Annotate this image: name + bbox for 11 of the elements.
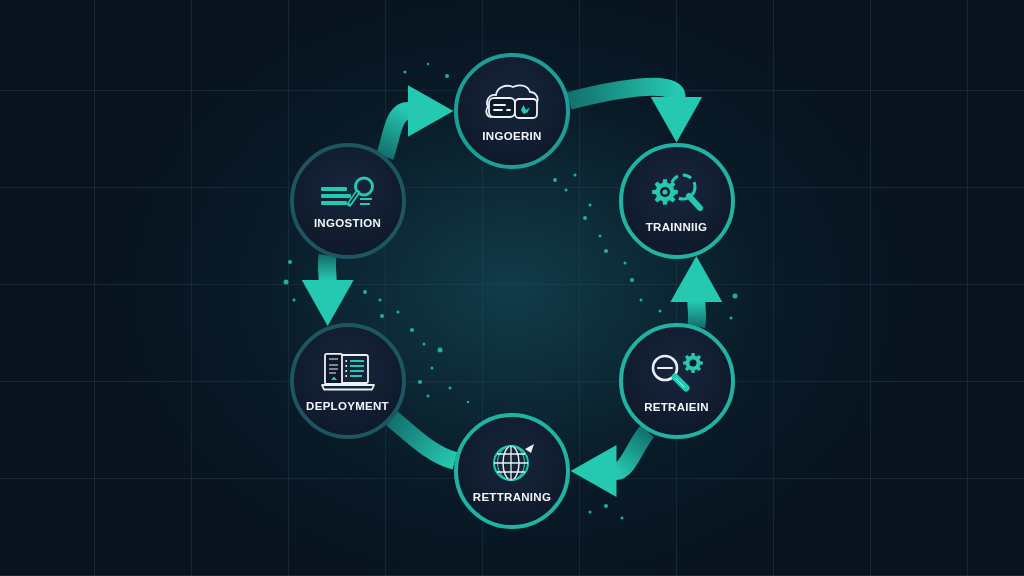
curved-arrow (571, 425, 655, 497)
step-label: INGOERIN (482, 129, 542, 144)
curved-band (386, 411, 458, 470)
step-label: RETRAIEIN (644, 400, 709, 415)
step-label: INGOSTION (313, 216, 382, 231)
curved-arrow (670, 256, 723, 328)
curved-arrow (566, 77, 702, 141)
step-label: TRAINNIIG (645, 220, 708, 235)
step-label: DEPLOYMENT (306, 399, 389, 414)
step-label: RETTRANING (472, 490, 552, 505)
curved-arrow (301, 254, 354, 326)
